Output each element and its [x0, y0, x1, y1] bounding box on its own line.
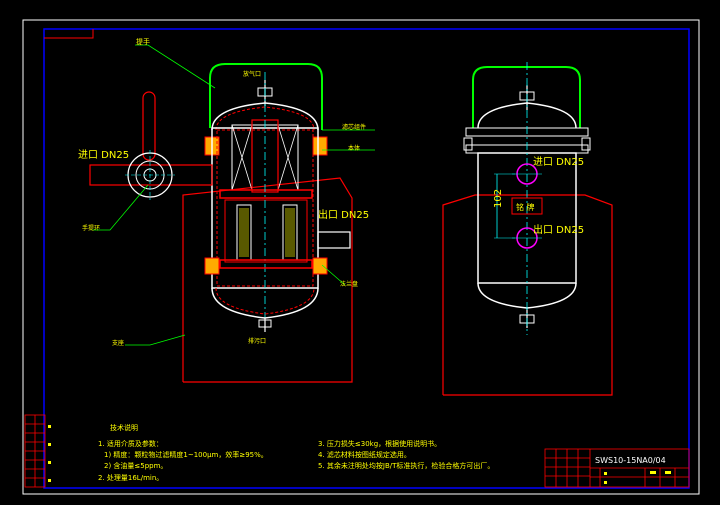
right-view: 102 铭 牌 进口 DN25 出口 DN25: [442, 62, 613, 396]
right-handle: [472, 66, 581, 128]
inlet-pipe: [89, 164, 213, 186]
upper-flange-right: [312, 136, 328, 156]
tech-note-5: 3. 压力损失≤30kg，根据使用说明书。: [318, 439, 441, 448]
outer-frame: [22, 19, 700, 495]
label-handle-ring: 手提环: [82, 224, 100, 232]
inner-frame: [43, 28, 690, 489]
tech-notes: 技术说明 1. 适用介质及参数： 1) 精度：颗粒物过滤精度1~100μm，效率…: [98, 423, 494, 482]
nameplate-box: [511, 197, 543, 215]
tech-notes-title: 技术说明: [110, 423, 138, 432]
label-drain: 排污口: [248, 337, 266, 345]
leader-lines: [92, 44, 375, 346]
tech-note-3: 2) 含油量≤5ppm。: [104, 461, 167, 470]
label-body: 本体: [348, 144, 360, 152]
label-outlet: 出口 DN25: [318, 208, 369, 221]
nameplate-text: 铭 牌: [516, 202, 535, 212]
label-support: 支座: [112, 339, 124, 347]
label-inlet: 进口 DN25: [78, 149, 129, 161]
revision-table: [24, 414, 46, 488]
corner-tag: [44, 29, 94, 39]
tech-note-7: 5. 其余未注明处均按JB/T标准执行，检验合格方可出厂。: [318, 461, 494, 470]
label-vent: 放气口: [243, 70, 261, 78]
label-handle: 提手: [136, 37, 150, 46]
drain-valve: [258, 319, 272, 328]
left-labels: 提手 放气口 进口 DN25 出口 DN25 排污口 手提环 滤芯组件 本体 支…: [78, 37, 369, 347]
tech-note-6: 4. 滤芯材料按图纸规定选用。: [318, 450, 411, 459]
right-label-inlet: 进口 DN25: [533, 156, 584, 168]
dimension-value: 102: [493, 189, 504, 208]
support-stand: [182, 177, 353, 383]
tech-note-1: 1. 适用介质及参数：: [98, 439, 163, 448]
right-label-outlet: 出口 DN25: [533, 223, 584, 236]
valve-stem: [142, 91, 156, 161]
right-support-stand: [442, 194, 613, 396]
tech-note-4: 2. 处理量16L/min。: [98, 473, 163, 482]
tech-note-2: 1) 精度：颗粒物过滤精度1~100μm，效率≥95%。: [104, 450, 268, 459]
label-flange: 法兰盘: [340, 280, 358, 288]
outlet-pipe: [317, 231, 351, 249]
left-section-view: [89, 63, 353, 383]
label-filter-element: 滤芯组件: [342, 123, 366, 131]
top-handle: [209, 63, 323, 130]
middle-plate: [219, 189, 313, 199]
title-block: [544, 448, 690, 488]
drawing-code: SWS10-15NA0/04: [595, 456, 666, 465]
upper-head: [211, 102, 319, 131]
